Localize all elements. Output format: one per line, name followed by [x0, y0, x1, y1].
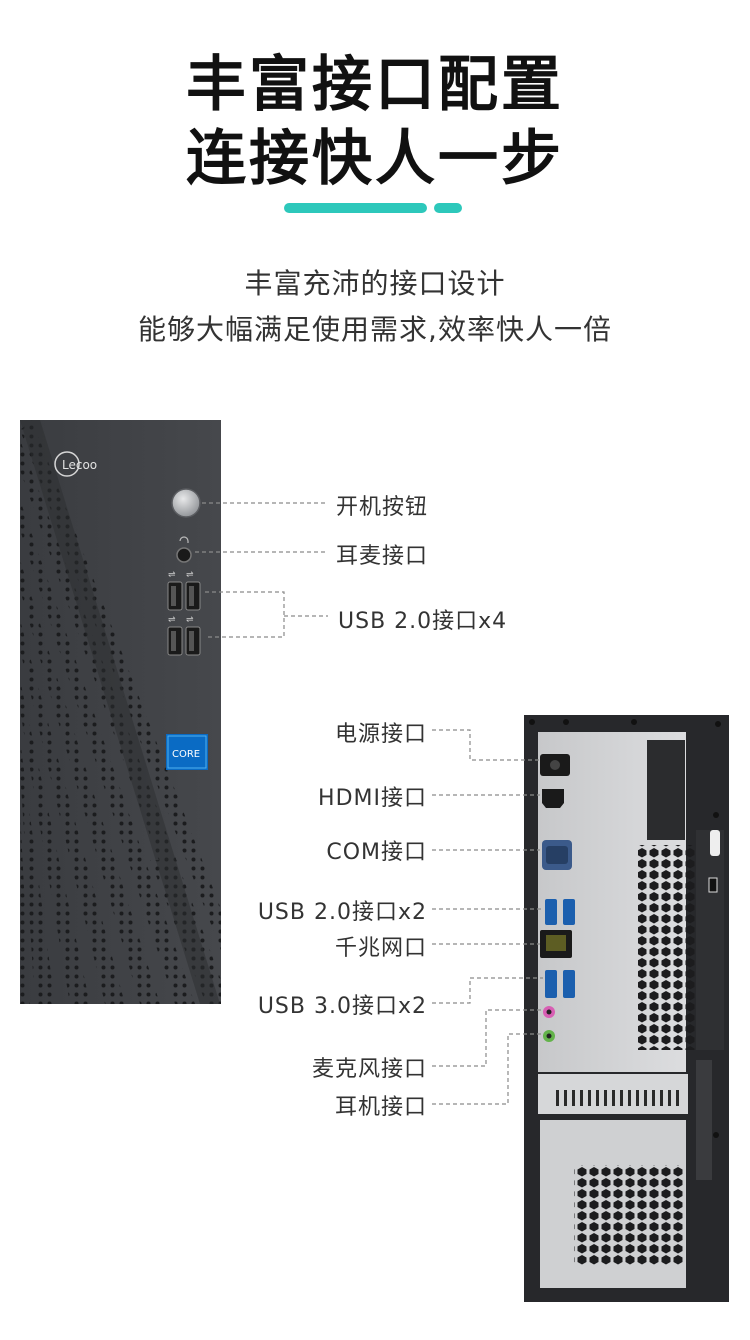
front-leader-lines	[195, 502, 328, 638]
headset-jack-icon	[176, 547, 192, 563]
front-usb-ports-icon: ⇌ ⇌ ⇌ ⇌	[167, 570, 201, 656]
accent-bar-long	[284, 203, 427, 213]
label-power-button: 开机按钮	[336, 495, 429, 520]
svg-text:⇌: ⇌	[168, 570, 176, 580]
headline-line-1: 丰富接口配置	[186, 50, 564, 120]
label-com-port: COM接口	[326, 840, 427, 865]
headline-line-2: 连接快人一步	[186, 124, 564, 194]
power-button-icon	[171, 488, 201, 518]
svg-text:⇌: ⇌	[186, 615, 194, 625]
label-earphone-port: 耳机接口	[334, 1095, 427, 1120]
label-ethernet-port: 千兆网口	[334, 936, 427, 961]
rear-leader-lines	[432, 729, 543, 1105]
svg-text:⇌: ⇌	[168, 615, 176, 625]
label-hdmi-port: HDMI接口	[318, 786, 427, 811]
accent-bar-short	[434, 203, 462, 213]
label-mic-port: 麦克风接口	[311, 1057, 427, 1082]
svg-text:CORE: CORE	[172, 749, 200, 760]
label-power-port: 电源接口	[334, 722, 427, 747]
label-usb30: USB 3.0接口x2	[257, 994, 427, 1019]
svg-text:⇌: ⇌	[186, 570, 194, 580]
brand-logo: Lecoo	[62, 458, 97, 472]
label-front-usb20: USB 2.0接口x4	[338, 609, 508, 634]
subheadline-line-1: 丰富充沛的接口设计	[244, 267, 506, 300]
rear-panel	[524, 715, 729, 1302]
cpu-badge-icon: CORE	[166, 734, 208, 770]
subheadline-line-2: 能够大幅满足使用需求,效率快人一倍	[138, 313, 612, 346]
label-headset-port: 耳麦接口	[336, 544, 429, 569]
label-rear-usb20: USB 2.0接口x2	[257, 900, 427, 925]
front-panel: Lecoo ⇌ ⇌ ⇌ ⇌ CORE	[20, 420, 221, 1004]
